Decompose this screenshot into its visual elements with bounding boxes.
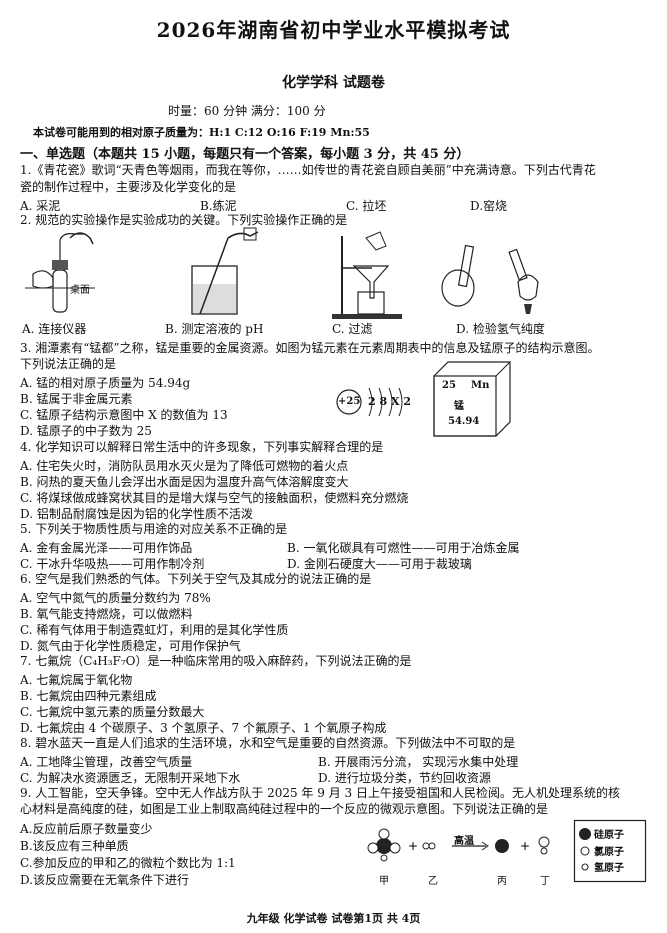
atom-legend-box [573, 819, 647, 883]
q7-option-d: D. 七氟烷由 4 个碳原子、3 个氢原子、7 个氟原子、1 个氧原子构成 [20, 721, 387, 735]
q7-stem: 7. 七氟烷（C₄H₃F₇O）是一种临床常用的吸入麻醉药，下列说法正确的是 [20, 654, 412, 668]
legend-cl: 氯原子 [594, 847, 624, 858]
q6-option-a: A. 空气中氮气的质量分数约为 78% [20, 591, 211, 605]
q3-option-c: C. 锰原子结构示意图中 X 的数值为 13 [20, 408, 228, 422]
exam-meta: 时量：60 分钟 满分：100 分 [168, 104, 326, 118]
q9-option-d: D.该反应需要在无氧条件下进行 [20, 873, 190, 887]
q1-option-d: D.窑烧 [470, 199, 508, 213]
q4-option-a: A. 住宅失火时，消防队员用水灭火是为了降低可燃物的着火点 [20, 459, 349, 473]
element-symbol: Mn [471, 380, 490, 391]
q6-option-d: D. 氮气由于化学性质稳定，可用作保护气 [20, 639, 241, 653]
page-footer: 九年级 化学试卷 试卷第1页 共 4页 [246, 912, 421, 925]
element-atomic-number: 25 [442, 380, 456, 391]
q5-option-d: D. 金刚石硬度大——可用于裁玻璃 [287, 557, 472, 571]
label-bing: 丙 [497, 876, 507, 887]
q4-option-c: C. 将煤球做成蜂窝状其目的是增大煤与空气的接触面积，使燃料充分燃烧 [20, 491, 409, 505]
svg-text:+: + [520, 839, 530, 853]
q6-stem: 6. 空气是我们熟悉的气体。下列关于空气及其成分的说法正确的是 [20, 572, 372, 586]
q2-option-c: C. 过滤 [332, 322, 373, 336]
q3-stem-line2: 下列说法正确的是 [20, 357, 117, 371]
atom-nucleus-charge: +25 [338, 396, 361, 407]
q6-option-c: C. 稀有气体用于制造霓虹灯，利用的是其化学性质 [20, 623, 289, 637]
connect-apparatus-figure [25, 232, 95, 313]
q1-option-b: B.练泥 [200, 199, 237, 213]
q5-option-b: B. 一氧化碳具有可燃性——可用于冶炼金属 [287, 541, 520, 555]
atomic-masses: 本试卷可能用到的相对原子质量为：H:1 C:12 O:16 F:19 Mn:55 [33, 126, 370, 139]
q1-stem-line2: 瓷的制作过程中，主要涉及化学变化的是 [20, 180, 237, 194]
q5-stem: 5. 下列关于物质性质与用途的对应关系不正确的是 [20, 522, 288, 536]
reaction-micro-diagram: + + [367, 828, 550, 862]
q1-option-c: C. 拉坯 [346, 199, 387, 213]
element-atomic-mass: 54.94 [448, 416, 480, 427]
q4-option-b: B. 闷热的夏天鱼儿会浮出水面是因为温度升高气体溶解度变大 [20, 475, 349, 489]
hydrogen-purity-figure [441, 244, 539, 314]
q1-option-a: A. 采泥 [20, 199, 61, 213]
q3-stem-line1: 3. 湘潭素有“锰都”之称，锰是重要的金属资源。如图为锰元素在元素周期表中的信息… [20, 341, 600, 355]
q7-option-c: C. 七氟烷中氢元素的质量分数最大 [20, 705, 205, 719]
q4-stem: 4. 化学知识可以解释日常生活中的许多现象，下列事实解释合理的是 [20, 440, 384, 454]
ph-test-figure [191, 227, 259, 315]
q3-option-b: B. 锰属于非金属元素 [20, 392, 133, 406]
q9-option-a: A.反应前后原子数量变少 [20, 822, 153, 836]
label-ding: 丁 [540, 876, 550, 887]
label-jia: 甲 [379, 876, 389, 887]
legend-si: 硅原子 [594, 830, 624, 841]
q9-option-b: B.该反应有三种单质 [20, 839, 129, 853]
q8-option-a: A. 工地降尘管理，改善空气质量 [20, 755, 193, 769]
periodic-table-cell [433, 361, 511, 437]
svg-text:+: + [408, 839, 418, 853]
q8-option-d: D. 进行垃圾分类，节约回收资源 [318, 771, 491, 785]
q4-option-d: D. 铝制品耐腐蚀是因为铝的化学性质不活泼 [20, 507, 253, 521]
q2-option-a: A. 连接仪器 [22, 322, 87, 336]
q2-option-d: D. 检验氢气纯度 [456, 322, 545, 336]
legend-h: 氢原子 [594, 863, 624, 874]
exam-subtitle: 化学学科 试题卷 [282, 75, 385, 91]
q1-stem-line1: 1.《青花瓷》歌词“天青色等烟雨，而我在等你，……如传世的青花瓷自顾自美丽”中充… [20, 163, 596, 177]
element-name: 锰 [454, 401, 464, 412]
q9-stem-line2: 心材料是高纯度的硅，如图是工业上制取高纯硅过程中的一个反应的微观示意图。下列说法… [20, 802, 549, 816]
q5-option-a: A. 金有金属光泽——可用作饰品 [20, 541, 193, 555]
desk-label: 桌面 [70, 285, 90, 296]
section-heading: 一、单选题（本题共 15 小题，每题只有一个答案，每小题 3 分，共 45 分） [20, 147, 470, 162]
atom-shell-electrons: 2 8 X 2 [368, 395, 411, 408]
filtration-figure [332, 231, 402, 319]
q2-option-b: B. 测定溶液的 pH [165, 322, 264, 336]
manganese-atom-structure [336, 387, 403, 417]
q3-option-d: D. 锰原子的中子数为 25 [20, 424, 152, 438]
q8-stem: 8. 碧水蓝天一直是人们追求的生活环境，水和空气是重要的自然资源。下列做法中不可… [20, 736, 516, 750]
reaction-condition: 高温 [454, 836, 474, 847]
q2-stem: 2. 规范的实验操作是实验成功的关键。下列实验操作正确的是 [20, 213, 348, 227]
q9-option-c: C.参加反应的甲和乙的微粒个数比为 1:1 [20, 856, 236, 870]
q8-option-c: C. 为解决水资源匮乏，无限制开采地下水 [20, 771, 241, 785]
q8-option-b: B. 开展雨污分流， 实现污水集中处理 [318, 755, 519, 769]
q7-option-b: B. 七氟烷由四种元素组成 [20, 689, 157, 703]
label-yi: 乙 [428, 876, 438, 887]
q5-option-c: C. 干冰升华吸热——可用作制冷剂 [20, 557, 205, 571]
q3-option-a: A. 锰的相对原子质量为 54.94g [20, 376, 191, 390]
q7-option-a: A. 七氟烷属于氧化物 [20, 673, 133, 687]
q6-option-b: B. 氧气能支持燃烧，可以做燃料 [20, 607, 193, 621]
exam-title: 2026年湖南省初中学业水平模拟考试 [156, 18, 511, 42]
q9-stem-line1: 9. 人工智能，空天争锋。空中无人作战方队于 2025 年 9 月 3 日上午接… [20, 786, 620, 800]
